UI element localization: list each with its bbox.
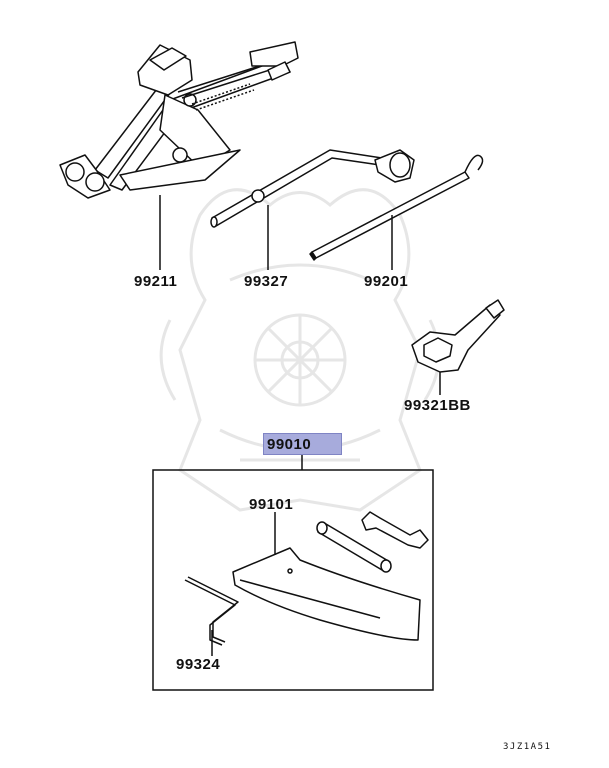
- part-number-handle[interactable]: 99327: [244, 273, 289, 290]
- scissor-jack-icon: [59, 41, 299, 199]
- socket-bar-icon: [316, 521, 392, 573]
- part-number-hook[interactable]: 99324: [176, 656, 221, 673]
- jack-rod-icon: [309, 154, 484, 261]
- part-number-kit[interactable]: 99010: [267, 436, 312, 453]
- tool-bag-icon: [232, 547, 421, 641]
- part-number-rod[interactable]: 99201: [364, 273, 409, 290]
- socket-adapter-icon: [411, 299, 505, 373]
- wheel-nut-handle-icon: [210, 149, 415, 228]
- part-number-jack[interactable]: 99211: [134, 273, 178, 290]
- kit-highlight: [263, 433, 342, 455]
- kit-box: [152, 469, 434, 691]
- part-number-adapter[interactable]: 99321BB: [404, 397, 471, 414]
- spanner-icon: [361, 511, 429, 549]
- wire-hook-icon: [184, 576, 239, 646]
- drawing-code: 3JZ1A51: [503, 742, 552, 752]
- watermark-emblem-icon: [159, 188, 441, 512]
- part-number-bag[interactable]: 99101: [249, 496, 294, 513]
